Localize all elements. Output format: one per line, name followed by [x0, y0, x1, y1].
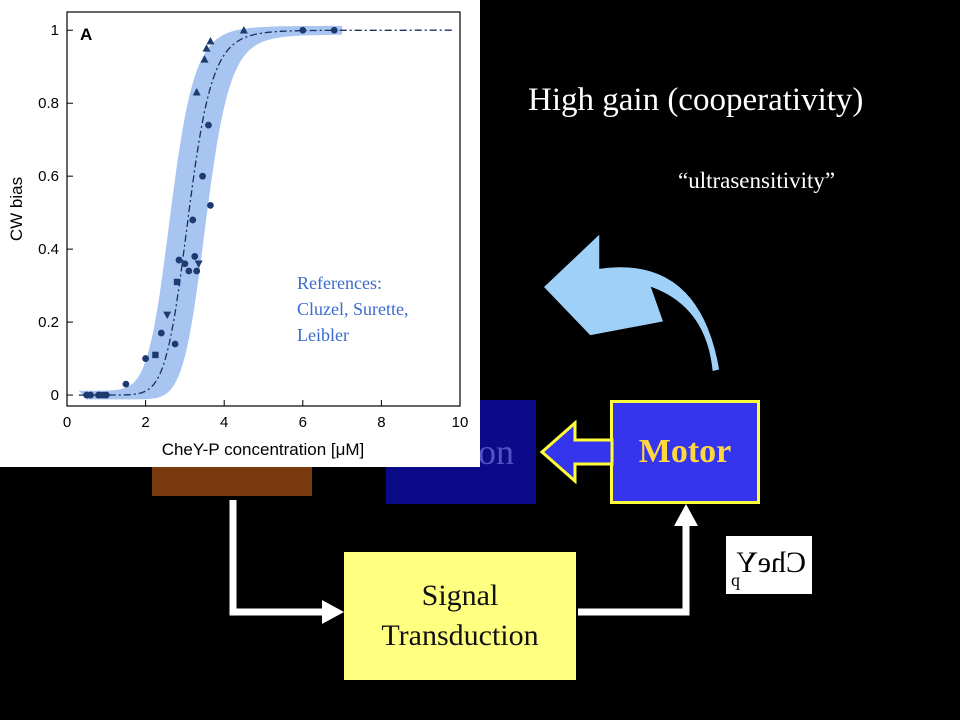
- data-point-circle: [207, 201, 214, 209]
- motor-box: Motor: [610, 400, 760, 504]
- sensor-to-signal-arrowhead-icon: [322, 600, 344, 624]
- data-point-circle: [199, 172, 206, 180]
- data-point-circle: [171, 340, 179, 348]
- signal-box-line-1: Signal: [421, 579, 499, 612]
- data-point-triangle-down: [194, 260, 203, 268]
- cw-bias-figure: 0 2 4 6 8 10 0 0.2 0.4 0.6 0.8 1 A CheY-P concentra…: [0, 0, 480, 467]
- slide-subtitle: “ultrasensitivity”: [678, 168, 836, 193]
- data-point-triangle-up: [200, 55, 209, 63]
- x-tick-label: 2: [141, 414, 149, 431]
- y-tick-label: 0: [51, 387, 59, 404]
- y-tick-label: 0.2: [38, 314, 59, 331]
- curved-feedback-arrow-icon: [541, 231, 721, 373]
- cw-bias-chart: 0 2 4 6 8 10 0 0.2 0.4 0.6 0.8 1 A CheY-P concentra…: [7, 11, 469, 459]
- plot-frame: [66, 11, 461, 407]
- x-axis-label: CheY-P concentration [μM]: [162, 440, 365, 459]
- data-point-circle: [205, 121, 212, 129]
- data-point-circle: [189, 216, 197, 224]
- references-line-2: Cluzel, Surette,: [297, 299, 409, 319]
- data-point-triangle-up: [239, 26, 248, 34]
- y-tick-label: 0.4: [38, 241, 59, 258]
- confidence-band: [78, 25, 343, 400]
- signal-to-motor-arrowhead-icon: [674, 504, 698, 526]
- data-point-square: [173, 278, 181, 286]
- sensor-to-signal-arrow: [229, 500, 322, 616]
- references-line-3: Leibler: [297, 325, 349, 345]
- slide-title: High gain (cooperativity): [528, 82, 864, 118]
- signal-transduction-box: Signal Transduction: [344, 552, 576, 680]
- data-point-triangle-up: [202, 44, 211, 52]
- references-line-1: References:: [297, 273, 382, 293]
- chey-p-text: CheY: [736, 546, 806, 579]
- y-tick-label: 0.6: [38, 168, 59, 185]
- data-point-circle: [157, 329, 165, 337]
- x-tick-label: 4: [220, 414, 228, 431]
- y-tick-label: 0.8: [38, 95, 59, 112]
- data-point-square: [152, 351, 159, 359]
- data-point-triangle-up: [206, 36, 215, 45]
- chey-p-subscript: p: [731, 570, 740, 590]
- motor-output-arrow-icon: [539, 419, 614, 485]
- data-point-circle: [122, 380, 130, 388]
- references-note: References: Cluzel, Surette, Leibler: [297, 270, 457, 348]
- fit-curve: [78, 29, 455, 396]
- data-point-circle: [181, 260, 189, 268]
- y-tick-label: 1: [51, 22, 59, 39]
- data-point-circle: [175, 256, 183, 264]
- chey-p-label-box: CheY p: [726, 536, 812, 594]
- data-point-circle: [330, 26, 338, 34]
- data-point-square: [99, 391, 106, 399]
- data-point-circle: [185, 267, 193, 275]
- x-tick-label: 10: [452, 414, 469, 431]
- data-point-circle: [299, 26, 307, 34]
- data-point-triangle-up: [192, 88, 201, 96]
- x-tick-label: 8: [377, 414, 385, 431]
- signal-to-motor-arrow: [578, 524, 690, 616]
- data-point-circle: [191, 253, 199, 260]
- motor-box-label: Motor: [638, 433, 732, 470]
- data-point-triangle-down: [163, 311, 172, 319]
- y-axis-label: CW bias: [7, 177, 26, 241]
- x-tick-label: 0: [63, 414, 71, 431]
- signal-box-line-2: Transduction: [381, 619, 539, 652]
- panel-label: A: [80, 25, 92, 44]
- data-point-circle: [193, 267, 201, 275]
- chey-p-label-svg: CheY p: [731, 546, 806, 590]
- x-tick-label: 6: [299, 414, 307, 431]
- data-point-circle: [87, 391, 94, 399]
- adaptation-box-label: on: [478, 432, 514, 472]
- data-point-circle: [142, 355, 150, 362]
